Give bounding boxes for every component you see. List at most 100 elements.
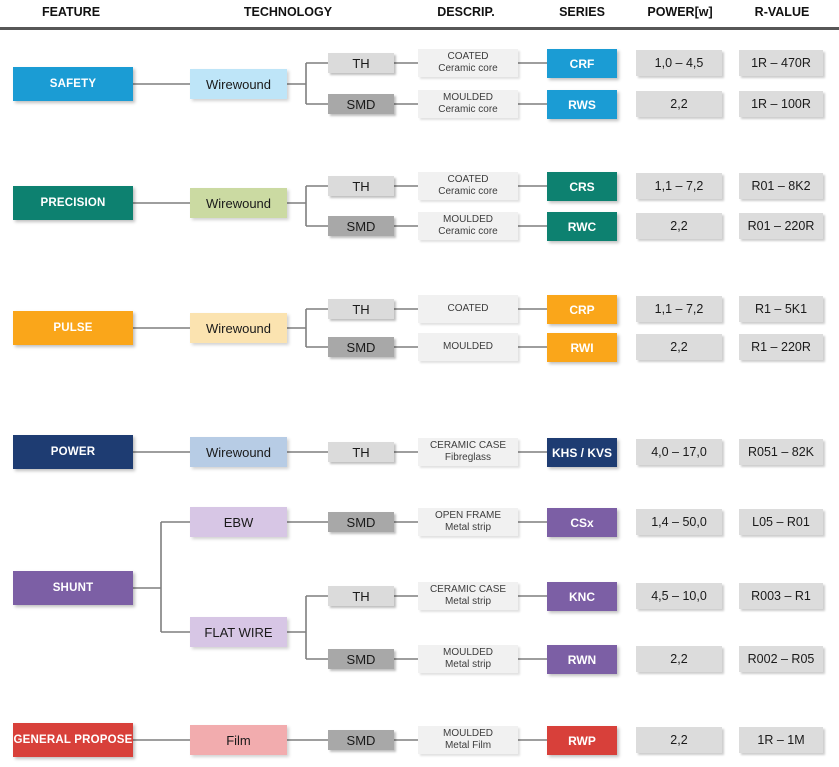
series-box-crf: CRF <box>547 49 617 78</box>
description-title: MOULDED <box>442 214 493 225</box>
connectors-safety <box>133 62 547 105</box>
mount-box-th: TH <box>328 176 394 196</box>
series-box-knc: KNC <box>547 582 617 611</box>
rvalue-value-box: R051 – 82K <box>739 439 823 465</box>
tech-box-wirewound: Wirewound <box>190 313 287 343</box>
series-box-csx: CSx <box>547 508 617 537</box>
mount-box-th: TH <box>328 586 394 606</box>
tech-box-flat-wire: FLAT WIRE <box>190 617 287 647</box>
rvalue-value-box: R01 – 8K2 <box>739 173 823 199</box>
description-title: OPEN FRAME <box>434 510 502 521</box>
feature-box-power: POWER <box>13 435 133 469</box>
power-value-box: 4,5 – 10,0 <box>636 583 722 609</box>
connectors-pulse <box>133 308 547 348</box>
series-box-khs-kvs: KHS / KVS <box>547 438 617 467</box>
description-title: MOULDED <box>442 728 493 739</box>
feature-box-shunt: SHUNT <box>13 571 133 605</box>
rvalue-value-box: R01 – 220R <box>739 213 823 239</box>
series-box-rwi: RWI <box>547 333 617 362</box>
description-subtitle: Metal strip <box>444 659 492 670</box>
column-header-rvalue: R-VALUE <box>754 5 810 19</box>
description-title: COATED <box>447 51 489 62</box>
description-box: MOULDED Ceramic core <box>418 90 518 118</box>
rvalue-value-box: 1R – 1M <box>739 727 823 753</box>
series-box-crs: CRS <box>547 172 617 201</box>
rvalue-value-box: L05 – R01 <box>739 509 823 535</box>
power-value-box: 2,2 <box>636 213 722 239</box>
header-divider <box>0 27 839 30</box>
mount-box-smd: SMD <box>328 649 394 669</box>
description-box: COATED Ceramic core <box>418 49 518 77</box>
description-subtitle: Metal Film <box>444 740 492 751</box>
description-box: COATED Ceramic core <box>418 172 518 200</box>
mount-box-smd: SMD <box>328 730 394 750</box>
description-subtitle: Ceramic core <box>438 104 498 115</box>
feature-box-precision: PRECISION <box>13 186 133 220</box>
power-value-box: 2,2 <box>636 334 722 360</box>
description-box: COATED <box>418 295 518 323</box>
description-subtitle: Metal strip <box>444 596 492 607</box>
description-subtitle: Fibreglass <box>444 452 492 463</box>
mount-box-smd: SMD <box>328 94 394 114</box>
power-value-box: 1,0 – 4,5 <box>636 50 722 76</box>
mount-box-smd: SMD <box>328 337 394 357</box>
tech-box-wirewound: Wirewound <box>190 69 287 99</box>
power-value-box: 2,2 <box>636 727 722 753</box>
feature-box-pulse: PULSE <box>13 311 133 345</box>
power-value-box: 1,1 – 7,2 <box>636 296 722 322</box>
power-value-box: 1,4 – 50,0 <box>636 509 722 535</box>
description-title: COATED <box>447 174 489 185</box>
power-value-box: 2,2 <box>636 91 722 117</box>
description-box: MOULDED Ceramic core <box>418 212 518 240</box>
description-box: MOULDED Metal strip <box>418 645 518 673</box>
description-title: MOULDED <box>442 341 493 352</box>
tech-box-ebw: EBW <box>190 507 287 537</box>
tech-box-wirewound: Wirewound <box>190 188 287 218</box>
column-header-series: SERIES <box>559 5 605 19</box>
power-value-box: 2,2 <box>636 646 722 672</box>
rvalue-value-box: R1 – 220R <box>739 334 823 360</box>
connectors-shunt <box>133 521 547 660</box>
mount-box-th: TH <box>328 442 394 462</box>
column-header-descrip: DESCRIP. <box>437 5 495 19</box>
series-box-rwn: RWN <box>547 645 617 674</box>
mount-box-smd: SMD <box>328 512 394 532</box>
description-subtitle: Metal strip <box>444 522 492 533</box>
description-subtitle: Ceramic core <box>438 186 498 197</box>
description-title: CERAMIC CASE <box>429 440 507 451</box>
description-title: COATED <box>447 303 489 314</box>
description-box: MOULDED <box>418 333 518 361</box>
power-value-box: 4,0 – 17,0 <box>636 439 722 465</box>
series-box-rwc: RWC <box>547 212 617 241</box>
series-box-crp: CRP <box>547 295 617 324</box>
tech-box-wirewound: Wirewound <box>190 437 287 467</box>
description-box: CERAMIC CASE Metal strip <box>418 582 518 610</box>
description-box: MOULDED Metal Film <box>418 726 518 754</box>
mount-box-th: TH <box>328 299 394 319</box>
column-header-feature: FEATURE <box>41 5 101 19</box>
description-subtitle: Ceramic core <box>438 63 498 74</box>
tech-box-film: Film <box>190 725 287 755</box>
description-box: OPEN FRAME Metal strip <box>418 508 518 536</box>
rvalue-value-box: R003 – R1 <box>739 583 823 609</box>
rvalue-value-box: R1 – 5K1 <box>739 296 823 322</box>
column-header-technology: TECHNOLOGY <box>243 5 333 19</box>
mount-box-smd: SMD <box>328 216 394 236</box>
description-title: MOULDED <box>442 92 493 103</box>
rvalue-value-box: 1R – 470R <box>739 50 823 76</box>
power-value-box: 1,1 – 7,2 <box>636 173 722 199</box>
column-header-power: POWER[w] <box>647 5 713 19</box>
description-title: MOULDED <box>442 647 493 658</box>
connectors-precision <box>133 185 547 227</box>
rvalue-value-box: 1R – 100R <box>739 91 823 117</box>
feature-box-general-propose: GENERAL PROPOSE <box>13 723 133 757</box>
description-subtitle: Ceramic core <box>438 226 498 237</box>
rvalue-value-box: R002 – R05 <box>739 646 823 672</box>
description-title: CERAMIC CASE <box>429 584 507 595</box>
mount-box-th: TH <box>328 53 394 73</box>
feature-box-safety: SAFETY <box>13 67 133 101</box>
series-box-rws: RWS <box>547 90 617 119</box>
description-box: CERAMIC CASE Fibreglass <box>418 438 518 466</box>
